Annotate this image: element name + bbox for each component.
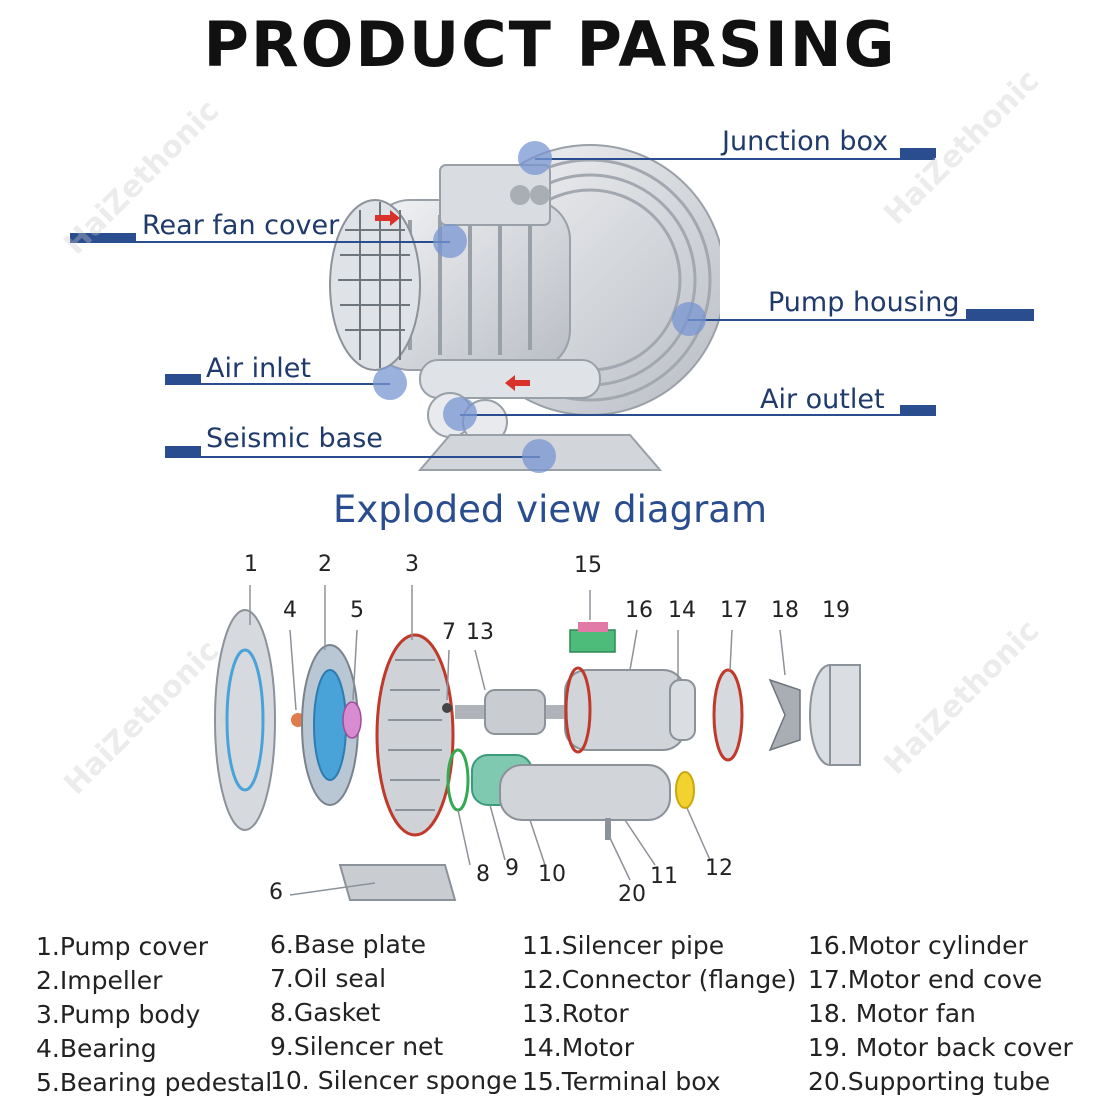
legend-item: 16.Motor cylinder bbox=[808, 931, 1028, 960]
callout-leader bbox=[688, 319, 1034, 321]
legend-item: 11.Silencer pipe bbox=[522, 931, 725, 960]
callout-seismic-base: Seismic base bbox=[206, 423, 383, 454]
part-number: 10 bbox=[538, 862, 566, 887]
callout-bar bbox=[966, 309, 1034, 319]
part-number: 5 bbox=[350, 598, 364, 623]
legend-item: 7.Oil seal bbox=[270, 964, 387, 993]
legend-item: 14.Motor bbox=[522, 1033, 634, 1062]
callout-leader bbox=[460, 414, 936, 416]
part-number: 9 bbox=[505, 856, 519, 881]
callout-dot bbox=[443, 397, 477, 431]
callout-rear-fan-cover: Rear fan cover bbox=[142, 210, 340, 241]
part-number: 16 bbox=[625, 598, 653, 623]
legend-item: 9.Silencer net bbox=[270, 1032, 444, 1061]
legend-item: 13.Rotor bbox=[522, 999, 629, 1028]
callout-leader bbox=[535, 158, 935, 160]
callout-bar bbox=[165, 446, 201, 456]
legend-item: 4.Bearing bbox=[36, 1034, 157, 1063]
callout-dot bbox=[522, 439, 556, 473]
callout-bar bbox=[900, 405, 936, 415]
part-number: 13 bbox=[466, 620, 494, 645]
blower-illustration bbox=[329, 144, 720, 471]
callout-leader bbox=[165, 383, 390, 385]
part-number: 17 bbox=[720, 598, 748, 623]
exploded-view-title: Exploded view diagram bbox=[333, 488, 767, 531]
legend-item: 12.Connector (flange) bbox=[522, 965, 797, 994]
part-number: 20 bbox=[618, 882, 646, 907]
legend-item: 6.Base plate bbox=[270, 930, 426, 959]
watermark: HaiZethonic bbox=[877, 613, 1047, 782]
callout-bar bbox=[165, 374, 201, 384]
legend-item: 18. Motor fan bbox=[808, 999, 976, 1028]
part-number: 18 bbox=[771, 598, 799, 623]
part-number: 4 bbox=[283, 598, 297, 623]
legend-column-1: 1.Pump cover 2.Impeller 3.Pump body 4.Be… bbox=[36, 930, 272, 1100]
legend-item: 2.Impeller bbox=[36, 966, 163, 995]
legend-item: 20.Supporting tube bbox=[808, 1067, 1051, 1096]
part-number: 8 bbox=[476, 862, 490, 887]
callout-junction-box: Junction box bbox=[722, 126, 889, 157]
callout-leader bbox=[70, 241, 450, 243]
part-number: 12 bbox=[705, 856, 733, 881]
legend-item: 17.Motor end cove bbox=[808, 965, 1043, 994]
callout-air-inlet: Air inlet bbox=[206, 353, 311, 384]
callout-pump-housing: Pump housing bbox=[768, 287, 960, 318]
legend-item: 10. Silencer sponge bbox=[270, 1066, 518, 1095]
legend-item: 8.Gasket bbox=[270, 998, 381, 1027]
legend-item: 19. Motor back cover bbox=[808, 1033, 1073, 1062]
callout-bar bbox=[900, 148, 936, 158]
part-number: 14 bbox=[668, 598, 696, 623]
part-number: 19 bbox=[822, 598, 850, 623]
callout-dot bbox=[518, 141, 552, 175]
legend-column-2: 6.Base plate 7.Oil seal 8.Gasket 9.Silen… bbox=[270, 928, 517, 1098]
part-number: 2 bbox=[318, 552, 332, 577]
part-number: 7 bbox=[442, 620, 456, 645]
part-number: 1 bbox=[244, 552, 258, 577]
legend-item: 5.Bearing pedestal bbox=[36, 1068, 273, 1097]
callout-dot bbox=[373, 366, 407, 400]
callout-dot bbox=[433, 224, 467, 258]
callout-dot bbox=[672, 302, 706, 336]
part-number: 15 bbox=[574, 553, 602, 578]
part-number: 6 bbox=[269, 880, 283, 905]
legend-column-3: 11.Silencer pipe 12.Connector (flange) 1… bbox=[522, 929, 796, 1099]
page-title: PRODUCT PARSING bbox=[203, 8, 897, 81]
legend-item: 15.Terminal box bbox=[522, 1067, 721, 1096]
callout-bar bbox=[70, 233, 136, 243]
legend-column-4: 16.Motor cylinder 17.Motor end cove 18. … bbox=[808, 929, 1073, 1099]
legend-item: 1.Pump cover bbox=[36, 932, 208, 961]
part-number: 3 bbox=[405, 552, 419, 577]
legend-item: 3.Pump body bbox=[36, 1000, 201, 1029]
callout-air-outlet: Air outlet bbox=[760, 384, 885, 415]
callout-leader bbox=[165, 456, 540, 458]
exploded-view-diagram bbox=[214, 585, 861, 901]
part-number: 11 bbox=[650, 864, 678, 889]
